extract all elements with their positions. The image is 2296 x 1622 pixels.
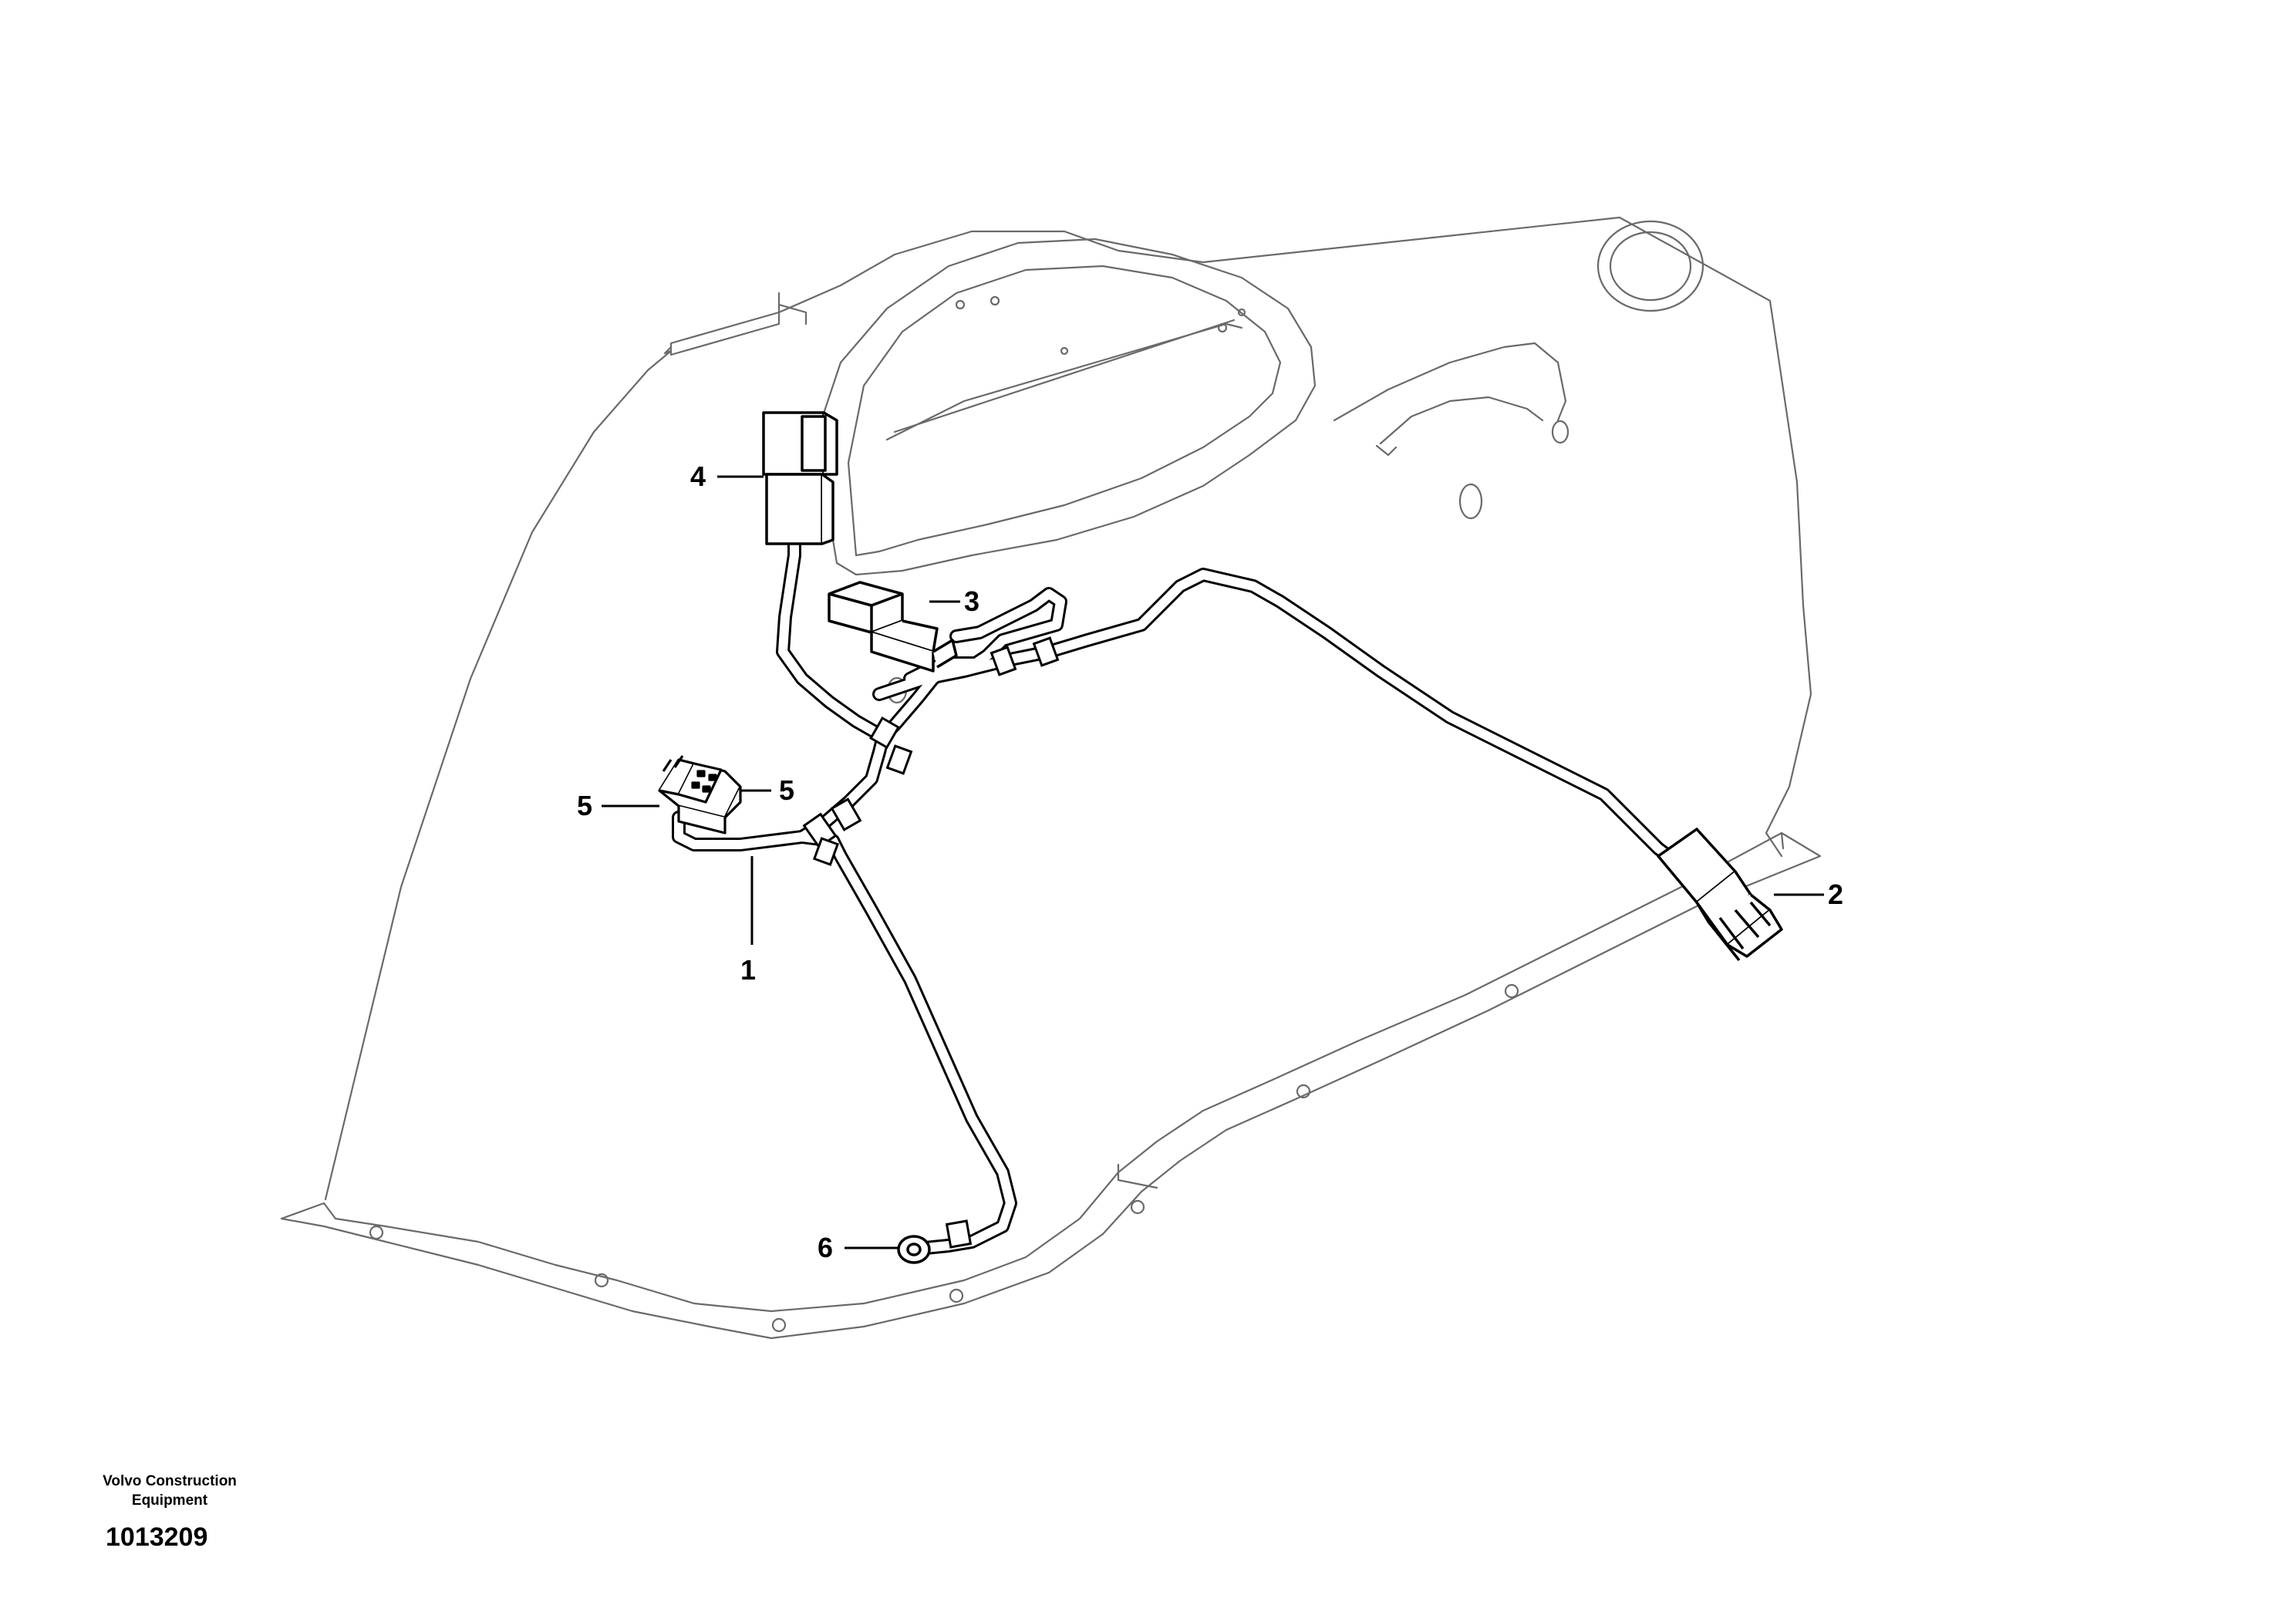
callout-labels: 1 2 3 4 5 5 6 — [577, 460, 1843, 1263]
connector-3[interactable] — [828, 581, 958, 673]
callout-6[interactable]: 6 — [818, 1232, 833, 1263]
connector-5[interactable] — [658, 755, 742, 835]
company-name-line1: Volvo Construction — [103, 1473, 237, 1489]
callout-leaders — [602, 475, 1824, 1249]
ring-terminal-6[interactable] — [897, 1235, 931, 1264]
company-name-line2: Equipment — [131, 1492, 208, 1509]
callout-1[interactable]: 1 — [740, 954, 756, 986]
connector-2[interactable] — [1657, 828, 1783, 962]
callout-5-right[interactable]: 5 — [779, 774, 794, 806]
callout-3[interactable]: 3 — [964, 585, 979, 617]
harness-cables — [672, 525, 1696, 1255]
footer-block: Volvo Construction Equipment 1013209 — [73, 1472, 266, 1553]
document-number: 1013209 — [106, 1523, 208, 1552]
callout-5-left[interactable]: 5 — [577, 790, 592, 821]
callout-4[interactable]: 4 — [690, 460, 706, 492]
panel-outline — [280, 216, 1822, 1340]
connector-4[interactable] — [762, 411, 838, 545]
callout-2[interactable]: 2 — [1828, 878, 1843, 910]
harness-sleeves — [802, 636, 1060, 1249]
